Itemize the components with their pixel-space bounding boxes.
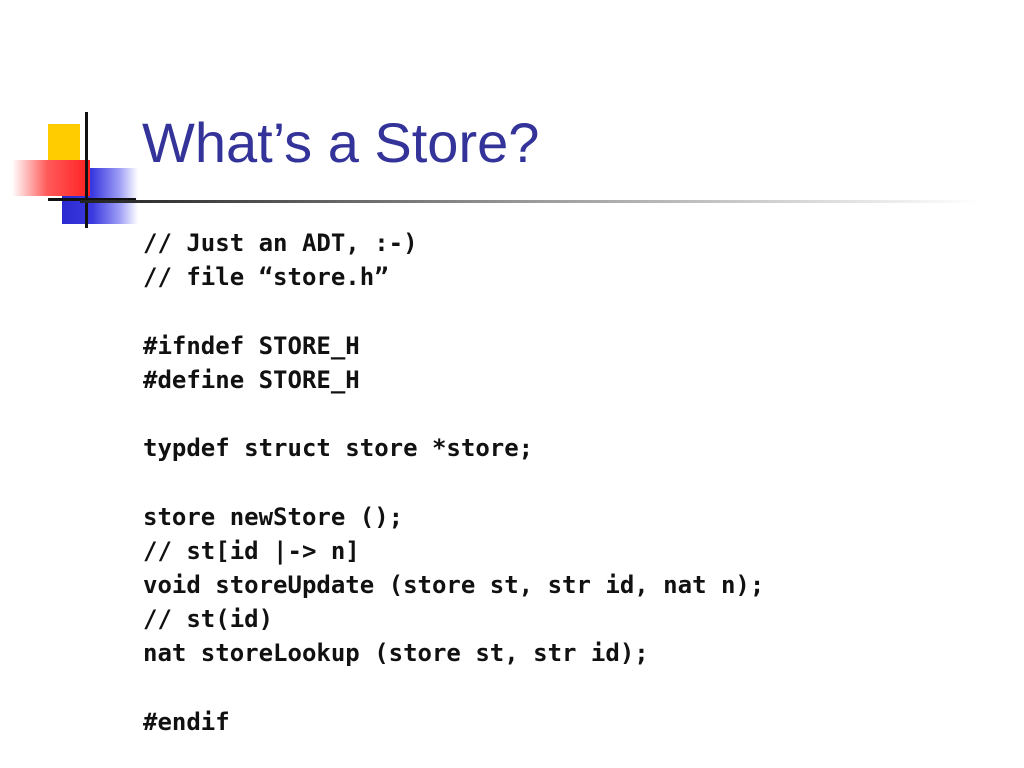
code-line: #define STORE_H bbox=[143, 365, 360, 394]
title-underline-rule bbox=[80, 200, 980, 203]
code-line bbox=[143, 397, 764, 431]
code-line: // st(id) bbox=[143, 605, 274, 634]
code-line: // file “store.h” bbox=[143, 263, 389, 292]
code-block: // Just an ADT, :-) // file “store.h” #i… bbox=[143, 226, 764, 739]
code-line bbox=[143, 294, 764, 328]
logo-horizontal-line-decoration bbox=[48, 198, 136, 201]
yellow-square-decoration bbox=[48, 124, 80, 166]
code-line: typdef struct store *store; bbox=[143, 434, 534, 463]
code-line: // st[id |-> n] bbox=[143, 536, 360, 565]
slide-title: What’s a Store? bbox=[142, 111, 540, 174]
vertical-line-decoration bbox=[85, 112, 88, 228]
red-bar-decoration bbox=[12, 160, 90, 196]
slide-logo-decoration bbox=[0, 0, 150, 240]
code-line: #ifndef STORE_H bbox=[143, 331, 360, 360]
code-line: void storeUpdate (store st, str id, nat … bbox=[143, 570, 765, 599]
code-line: nat storeLookup (store st, str id); bbox=[143, 639, 649, 668]
code-line: // Just an ADT, :-) bbox=[143, 229, 418, 257]
code-line bbox=[143, 670, 764, 704]
code-line bbox=[143, 465, 764, 499]
code-line: #endif bbox=[143, 707, 230, 736]
code-line: store newStore (); bbox=[143, 502, 404, 531]
